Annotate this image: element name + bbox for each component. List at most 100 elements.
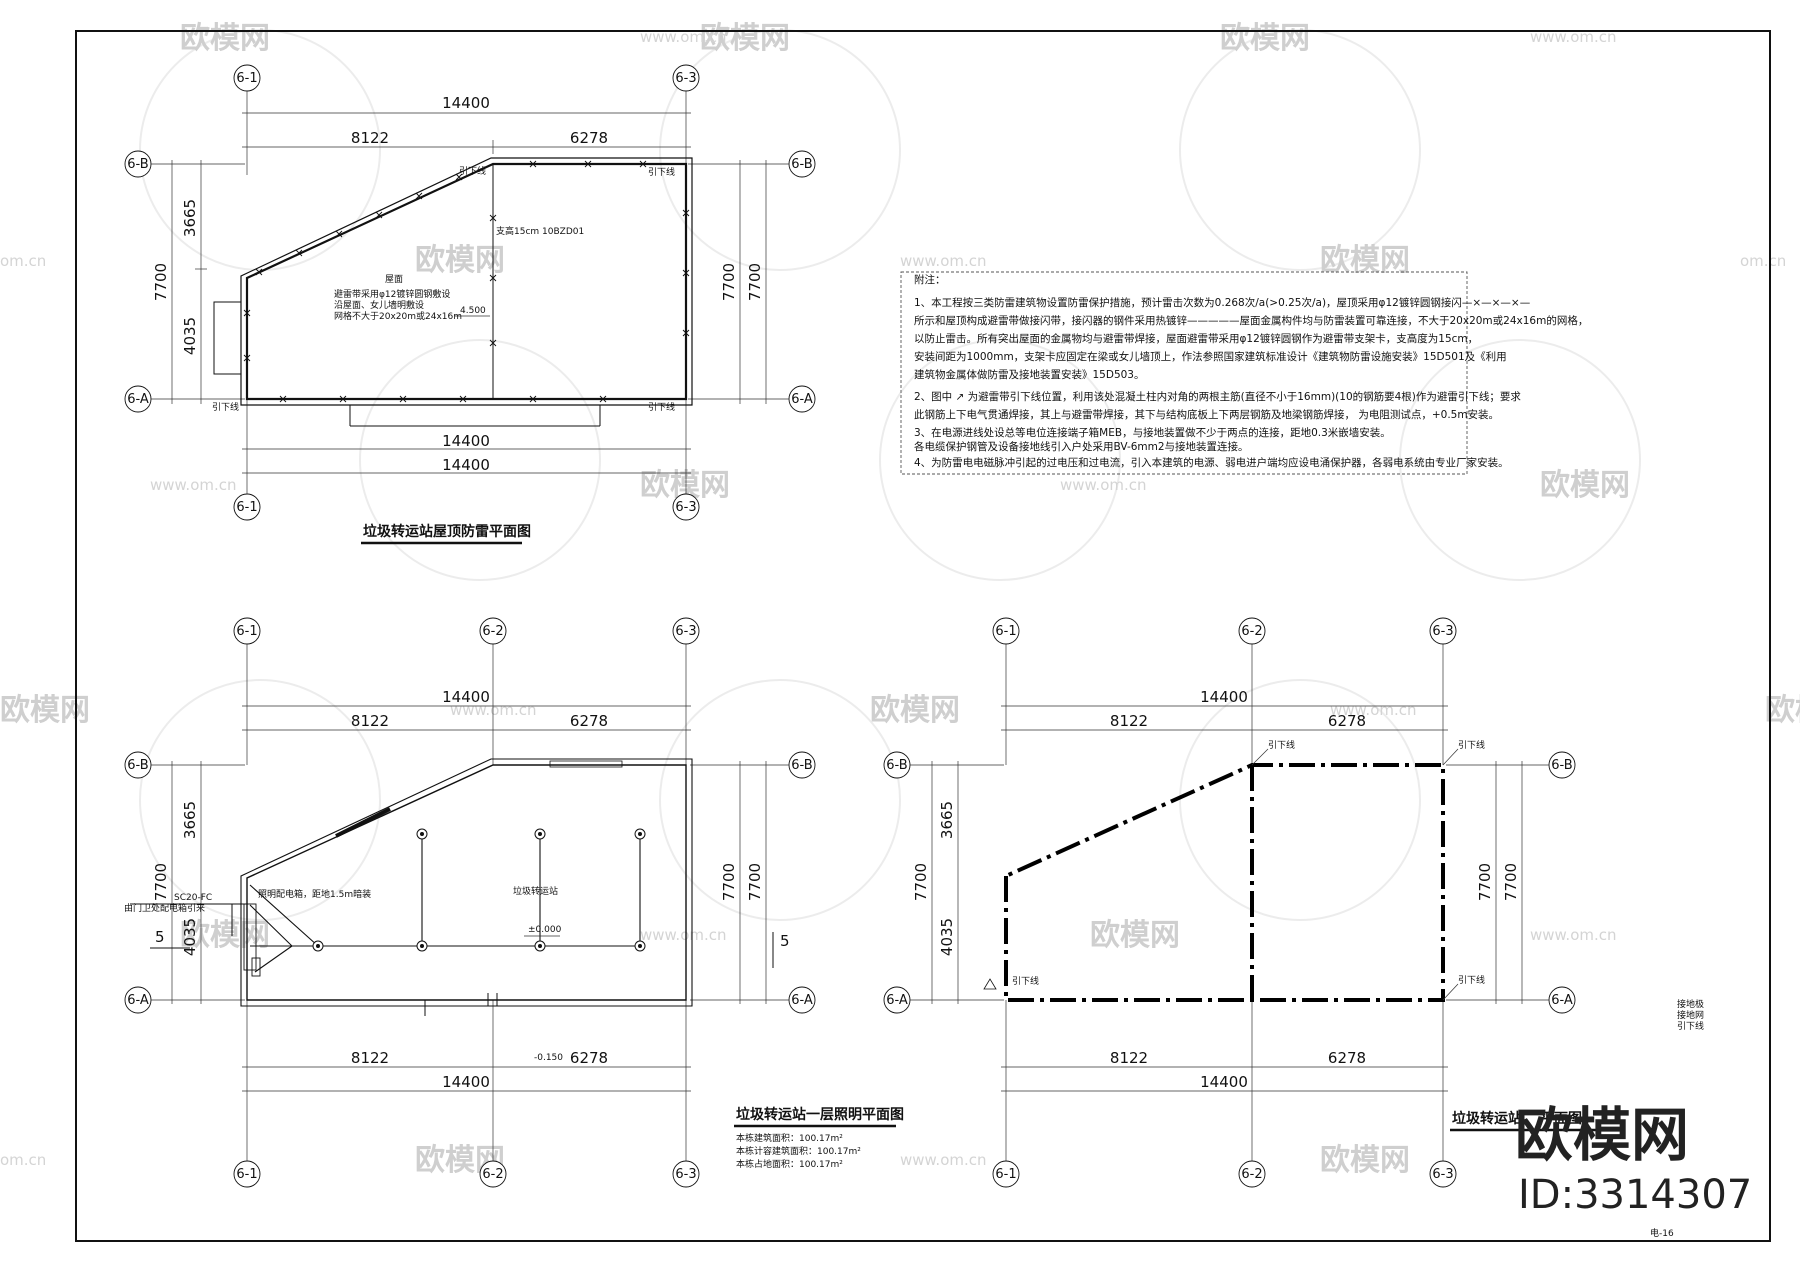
down-conductor-label: 引下线: [459, 165, 486, 177]
watermark-cn: 欧模网: [700, 21, 790, 56]
axis-label: 6-A: [791, 392, 813, 407]
axis-label: 6-1: [236, 71, 257, 86]
dimension-text: 3665: [181, 199, 199, 237]
dimension-text: 14400: [442, 94, 490, 112]
axis-label: 6-3: [675, 71, 696, 86]
dimension-text: 6278: [570, 1049, 608, 1067]
dimension-text: 7700: [720, 863, 738, 901]
area-info: 本栋占地面积：100.17m²: [736, 1158, 843, 1170]
dimension-text: 7700: [152, 263, 170, 301]
panel-note: 照明配电箱，距地1.5m暗装: [258, 888, 371, 900]
dimension-text: 14400: [442, 432, 490, 450]
legend-item: 引下线: [1677, 1020, 1704, 1032]
down-conductor-label: 引下线: [212, 401, 239, 413]
dimension-text: 3665: [938, 801, 956, 839]
legend-small: 接地极 接地网 引下线: [1677, 998, 1704, 1032]
down-conductor-label: 引下线: [648, 166, 675, 178]
notes-box: 附注： 1、本工程按三类防雷建筑物设置防雷保护措施，预计雷击次数为0.268次/…: [900, 271, 1588, 475]
watermark-cn: 欧模网: [1320, 1143, 1410, 1178]
dimension-text: 14400: [442, 456, 490, 474]
axis-label: 6-A: [127, 993, 149, 1008]
watermark-cn: 欧模网: [1320, 243, 1410, 278]
note-line: 3、在电源进线处设总等电位连接端子箱MEB，与接地装置做不少于两点的连接，距地0…: [914, 426, 1391, 439]
dimension-text: 8122: [351, 1049, 389, 1067]
axis-label: 6-B: [1551, 758, 1572, 773]
note-line: 1、本工程按三类防雷建筑物设置防雷保护措施，预计雷击次数为0.268次/a(>0…: [914, 296, 1530, 309]
legend-item: 接地网: [1677, 1009, 1704, 1021]
lighting-plan-title: 垃圾转运站一层照明平面图: [736, 1106, 904, 1123]
brand-id: ID:3314307: [1518, 1172, 1752, 1218]
lighting-plan: 6-1 6-2 6-3 6-1 6-2 6-3 6-B 6-A 6-B 6-A …: [124, 617, 904, 1188]
axis-label: 6-2: [482, 1167, 503, 1182]
watermark-cn: 欧模网: [1220, 21, 1310, 56]
axis-label: 6-3: [675, 624, 696, 639]
note-line: 2、图中 ↗ 为避雷带引下线位置，利用该处混凝土柱内对角的两根主筋(直径不小于1…: [914, 390, 1521, 403]
watermark-url: www.om.cn: [1530, 28, 1617, 46]
note-line: 以防止雷击。所有突出屋面的金属物均与避雷带焊接，屋面避雷带采用φ12镀锌圆钢作为…: [914, 332, 1478, 345]
brand-watermark: 欧模网: [1515, 1101, 1689, 1169]
dimension-text: 4035: [181, 317, 199, 355]
area-info: 本栋计容建筑面积：100.17m²: [736, 1145, 861, 1157]
elevation-text: ±0.000: [528, 925, 562, 935]
axis-label: 6-B: [791, 758, 812, 773]
window: [549, 760, 623, 768]
drawing-frame: [75, 30, 1771, 1242]
axis-label: 6-1: [995, 624, 1016, 639]
watermark-url: www.om.cn: [900, 252, 987, 270]
watermark-cn: 欧模网: [180, 21, 270, 56]
axis-label: 6-1: [995, 1167, 1016, 1182]
cable-spec-label: SC20-FC: [174, 893, 212, 903]
axis-label: 6-3: [1432, 624, 1453, 639]
dimension-text: 14400: [1200, 1073, 1248, 1091]
axis-label: 6-A: [127, 392, 149, 407]
grounding-plan-title: 垃圾转运站: [1452, 1110, 1522, 1127]
axis-label: 6-B: [791, 157, 812, 172]
watermark-url: www.om.cn: [1060, 476, 1147, 494]
down-conductor-label: 引下线: [1268, 739, 1295, 751]
notes-header: 附注：: [914, 273, 946, 286]
dimension-text: 6278: [1328, 712, 1366, 730]
dimension-text: 14400: [1200, 688, 1248, 706]
watermark-url: www.om.cn: [640, 926, 727, 944]
dimension-text: 7700: [746, 863, 764, 901]
cable-source-label: 由门卫处配电箱引来: [124, 902, 205, 914]
window: [335, 807, 391, 838]
net-note: 避雷带采用φ12镀锌圆钢敷设: [334, 288, 450, 300]
axis-label: 6-2: [1241, 624, 1262, 639]
axis-label: 6-A: [886, 993, 908, 1008]
watermark-url: www.om.cn: [1330, 701, 1417, 719]
net-note: 沿屋面、女儿墙明敷设: [334, 299, 424, 311]
grounding-net: [1004, 763, 1445, 1002]
net-note: 网格不大于20x20m或24x16m: [334, 310, 462, 322]
axis-label: 6-3: [675, 500, 696, 515]
watermark-url: www.om.cn: [150, 476, 237, 494]
dimension-text: 14400: [442, 688, 490, 706]
down-conductor-label: 引下线: [648, 401, 675, 413]
grounding-plan: 6-1 6-2 6-3 6-1 6-2 6-3 6-B 6-A 6-B 6-A …: [883, 617, 1605, 1188]
area-info: 本栋建筑面积：100.17m²: [736, 1132, 843, 1144]
legend-item: 接地极: [1677, 998, 1704, 1010]
dimension-text: 7700: [912, 863, 930, 901]
building-outline: [246, 764, 687, 1001]
watermark-url: www.om.cn: [1530, 926, 1617, 944]
axis-label: 6-A: [791, 993, 813, 1008]
test-point-icon: [983, 978, 997, 990]
watermark-layer: 欧模网 欧模网 欧模网 欧模网 欧模网 欧模网 欧模网 欧模网 欧模网 欧模网 …: [0, 21, 1800, 1178]
dimension-text: 7700: [746, 263, 764, 301]
axis-label: 6-1: [236, 500, 257, 515]
axis-label: 6-2: [1241, 1167, 1262, 1182]
note-line: 此钢筋上下电气贯通焊接，其上与避雷带焊接，其下与结构底板上下两层钢筋及地梁钢筋焊…: [914, 408, 1499, 421]
elevation-text: -0.150: [534, 1053, 563, 1063]
dimension-text: 14400: [442, 1073, 490, 1091]
dimension-text: 7700: [1502, 863, 1520, 901]
dimension-text: 8122: [351, 129, 389, 147]
beam-note: 支高15cm 10BZD01: [496, 225, 584, 237]
section-mark: 5: [155, 928, 165, 946]
dimension-text: 7700: [1476, 863, 1494, 901]
note-line: 安装间距为1000mm，支架卡应固定在梁或女儿墙顶上，作法参照国家建筑标准设计《…: [914, 350, 1507, 363]
dimension-text: 7700: [152, 863, 170, 901]
down-conductor-label: 引下线: [1012, 975, 1039, 987]
roof-lightning-plan: 6-1 6-3 6-1 6-3 6-B 6-A 6-B 6-A 14400 81…: [124, 64, 816, 545]
note-line: 建筑物金属体做防雷及接地装置安装》15D503。: [914, 368, 1145, 381]
